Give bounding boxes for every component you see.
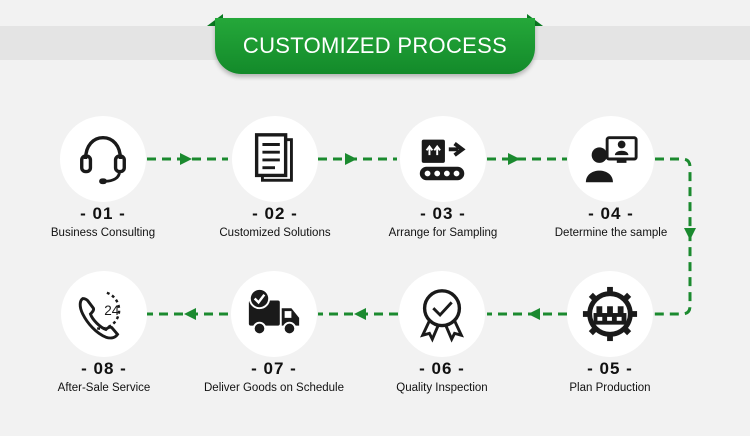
step-04-circle [568,116,654,202]
service-hours-text: 24 [104,303,120,318]
arrow-head-5 [528,308,540,320]
arrow-head-6 [354,308,366,320]
step-05-number: - 05 - [587,359,633,378]
step-06-label: Quality Inspection [396,382,488,394]
headset-icon [80,136,126,185]
step-07-circle [231,271,317,357]
step-03-number: - 03 - [420,204,466,223]
delivery-truck-icon [248,287,300,336]
step-02-circle [232,116,318,202]
arrow-head-3 [508,153,520,165]
step-05-circle [567,271,653,357]
step-05-label: Plan Production [569,382,651,394]
step-01-label: Business Consulting [50,227,156,239]
step-04-number: - 04 - [588,204,634,223]
step-06-number: - 06 - [419,359,465,378]
step-01-number: - 01 - [80,204,126,223]
step-02-label: Customized Solutions [219,227,331,239]
step-08-label: After-Sale Service [57,382,151,394]
factory-gear-icon [582,286,638,342]
step-03-circle [400,116,486,202]
arrow-head-7 [184,308,196,320]
phone-24-icon: 24 [78,291,121,340]
conveyor-icon [419,139,466,181]
arrow-head-2 [345,153,357,165]
video-call-icon [585,136,638,183]
arrow-head-1 [180,153,192,165]
step-02-number: - 02 - [252,204,298,223]
quality-badge-icon [420,289,464,343]
step-04-label: Determine the sample [554,227,668,239]
step-07-label: Deliver Goods on Schedule [204,382,344,394]
step-08-circle: 24 [61,271,147,357]
step-06-circle [399,271,485,357]
step-08-number: - 08 - [81,359,127,378]
step-03-label: Arrange for Sampling [388,227,498,239]
document-icon [254,133,293,182]
step-01-circle [60,116,146,202]
arrow-head-4 [684,228,696,240]
title-banner: CUSTOMIZED PROCESS [207,14,543,74]
page-title: CUSTOMIZED PROCESS [215,18,535,74]
step-07-number: - 07 - [251,359,297,378]
